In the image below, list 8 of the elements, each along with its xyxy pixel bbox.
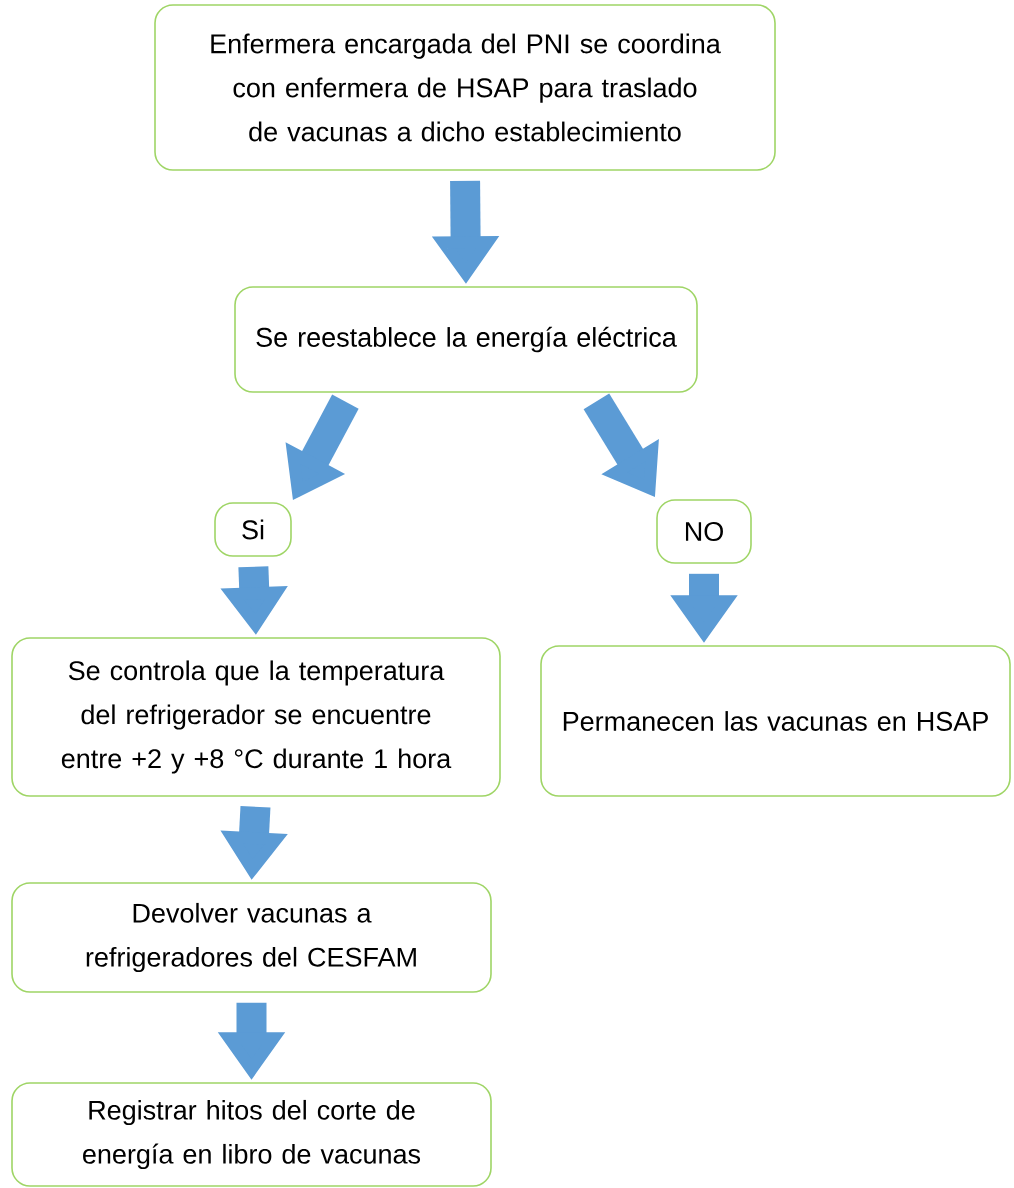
option-box: NO: [656, 499, 752, 564]
process-box: Permanecen las vacunas en HSAP: [540, 645, 1011, 797]
process-box: Enfermera encargada del PNI se coordina con enfermera de HSAP para traslado de vacunas a dicho establecimiento: [154, 4, 776, 171]
process-box: Registrar hitos del corte de energía en libro de vacunas: [11, 1082, 492, 1187]
option-box: Si: [214, 502, 292, 557]
process-box: Se reestablece la energía eléctrica: [234, 286, 698, 393]
process-box: Devolver vacunas a refrigeradores del CESFAM: [11, 882, 492, 993]
process-box: Se controla que la temperatura del refrigerador se encuentre entre +2 y +8 °C durante 1 hora: [11, 637, 501, 797]
